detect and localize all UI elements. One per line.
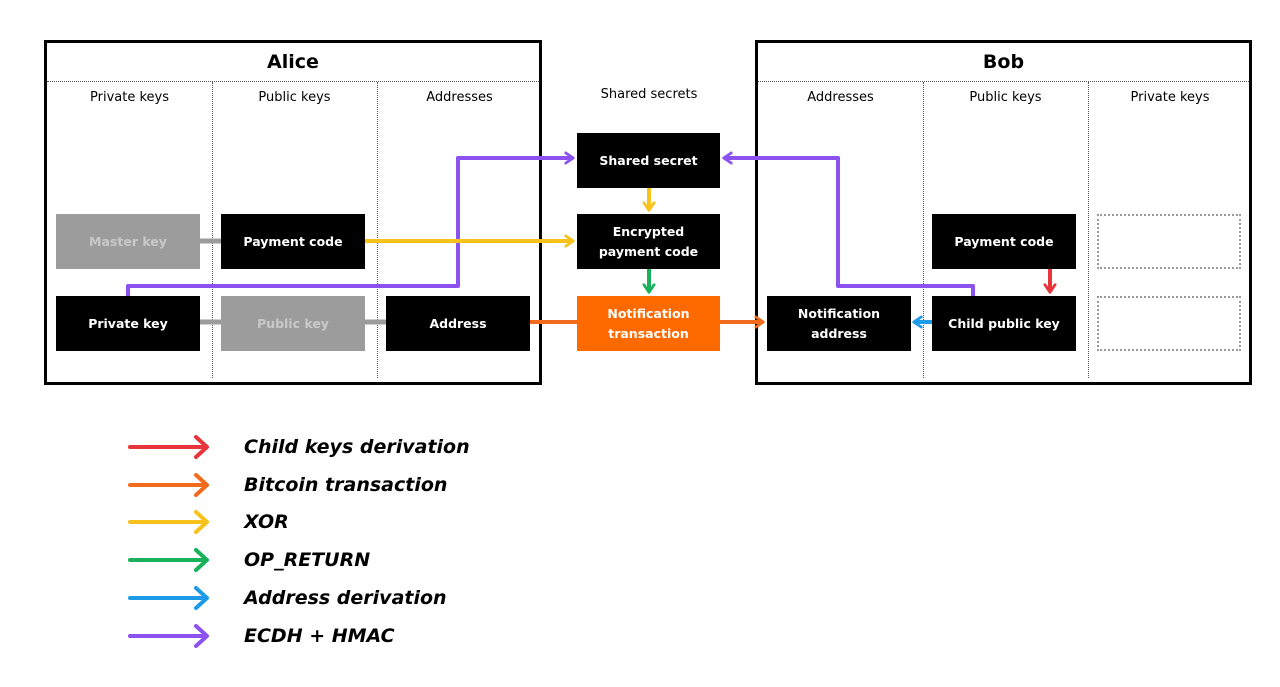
ecdh-arrow-bob	[725, 158, 975, 296]
legend-arrow-bitcoin-tx	[128, 473, 209, 497]
encrypted-payment-code-box: Encrypted payment code	[577, 214, 720, 269]
encrypted-payment-code-line2: payment code	[598, 243, 699, 259]
notification-address-box: Notification address	[767, 296, 911, 351]
legend-label-bitcoin-tx: Bitcoin transaction	[244, 474, 448, 496]
shared-secrets-header: Shared secrets	[600, 87, 698, 102]
notification-address-line1: Notification	[797, 306, 881, 322]
bob-title: Bob	[758, 43, 1249, 82]
alice-address-box: Address	[386, 296, 530, 351]
legend-label-xor: XOR	[244, 511, 289, 533]
alice-payment-code-box: Payment code	[221, 214, 365, 269]
bob-col-private-keys: Private keys	[1130, 90, 1210, 105]
alice-col-addresses: Addresses	[426, 90, 493, 105]
notification-address-line2: address	[811, 325, 867, 341]
alice-col-divider	[377, 82, 378, 378]
encrypted-payment-code-line1: Encrypted	[612, 224, 685, 240]
bob-col-public-keys: Public keys	[969, 90, 1042, 105]
legend-label-address-derivation: Address derivation	[244, 587, 447, 609]
master-key-box: Master key	[56, 214, 200, 269]
notification-transaction-line2: transaction	[608, 325, 689, 341]
legend-arrow-op-return	[128, 548, 209, 572]
alice-col-public-keys: Public keys	[258, 90, 331, 105]
bob-col-divider	[1088, 82, 1089, 378]
bob-private-key-placeholder	[1097, 296, 1241, 351]
notification-transaction-box: Notification transaction	[577, 296, 720, 351]
private-key-box: Private key	[56, 296, 200, 351]
notification-transaction-line1: Notification	[607, 306, 690, 322]
bob-private-key-placeholder	[1097, 214, 1241, 269]
child-public-key-box: Child public key	[932, 296, 1076, 351]
bob-payment-code-box: Payment code	[932, 214, 1076, 269]
legend-arrow-address-derivation	[128, 586, 209, 610]
bob-col-divider	[923, 82, 924, 378]
legend-label-op-return: OP_RETURN	[244, 549, 371, 571]
bob-col-addresses: Addresses	[807, 90, 874, 105]
ecdh-arrow-alice	[126, 158, 572, 296]
alice-col-divider	[212, 82, 213, 378]
alice-title: Alice	[47, 43, 539, 82]
alice-public-key-box: Public key	[221, 296, 365, 351]
legend-label-ecdh-hmac: ECDH + HMAC	[244, 625, 395, 647]
legend-arrow-child-keys	[128, 435, 209, 459]
legend-label-child-keys: Child keys derivation	[244, 436, 470, 458]
alice-col-private-keys: Private keys	[90, 90, 169, 105]
legend-arrow-xor	[128, 510, 209, 534]
legend-arrow-ecdh-hmac	[128, 624, 209, 648]
shared-secret-box: Shared secret	[577, 133, 720, 188]
